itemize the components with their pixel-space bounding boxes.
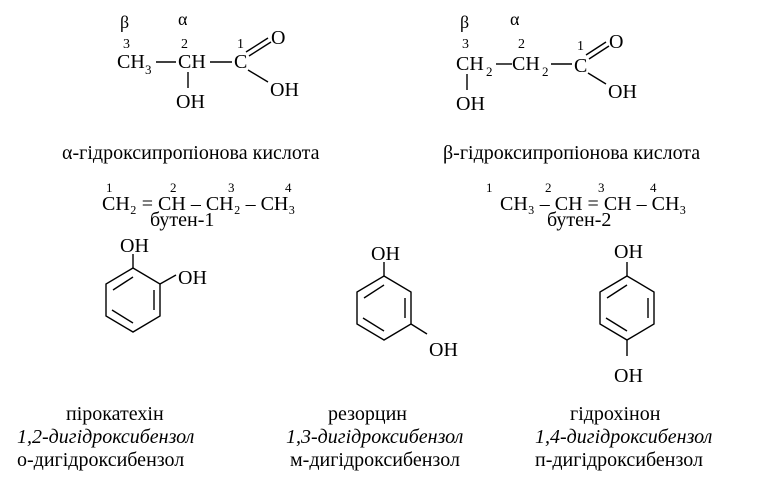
carbon-number-3: 3 (123, 37, 130, 52)
carbon-number-2: 2 (181, 37, 188, 52)
formula: CH₃ – CH = CH – CH₃ (500, 193, 686, 215)
hydroxyl-1: OH (120, 235, 149, 257)
ch2-group-2: CH (512, 53, 540, 75)
ch2-subscript-2: 2 (542, 64, 549, 79)
systematic-name: 1,4-дигідроксибензол (535, 426, 713, 448)
carbon-number-2: 2 (518, 37, 525, 52)
alpha-hydroxypropionic-acid: β α 3 2 1 CH 3 CH OH C O OH α-гідроксипр… (62, 9, 320, 164)
carbon-number-1: 1 (577, 39, 584, 54)
carbonyl-oxygen: O (271, 27, 285, 49)
pyrocatechol: OH OH пірокатехін 1,2-дигідроксибензол о… (17, 235, 207, 471)
ring-double-bond (606, 284, 628, 299)
carbon-number-2: 2 (170, 180, 177, 195)
hydroxyl-2: OH (614, 365, 643, 387)
ring-double-bond (605, 317, 628, 332)
ch-group: CH (178, 51, 206, 73)
hydroxyl-group: OH (176, 91, 205, 113)
ring-double-bond (363, 284, 385, 299)
carbon-number-3: 3 (462, 37, 469, 52)
compound-name: бутен-1 (150, 209, 214, 231)
acid-hydroxyl: OH (608, 81, 637, 103)
compound-name: резорцин (328, 403, 407, 425)
ch2-subscript-3: 2 (486, 64, 493, 79)
hydroquinone: OH OH гідрохінон 1,4-дигідроксибензол п-… (535, 241, 713, 471)
ring-double-bond (362, 317, 385, 332)
carbon-number-3: 3 (598, 180, 605, 195)
ring-double-bond (111, 309, 134, 324)
carbonyl-oxygen: O (609, 31, 623, 53)
compound-name: гідрохінон (570, 403, 661, 425)
carbon-number-4: 4 (285, 180, 292, 195)
hydroxyl-2: OH (178, 267, 207, 289)
trivial-name: п-дигідроксибензол (535, 449, 703, 471)
beta-label: β (460, 12, 469, 32)
trivial-name: м-дигідроксибензол (290, 449, 460, 471)
carbon-number-3: 3 (228, 180, 235, 195)
compound-name: пірокатехін (66, 403, 164, 425)
beta-label: β (120, 12, 129, 32)
hydroxyl-group: OH (456, 93, 485, 115)
compound-name: бутен-2 (547, 209, 611, 231)
bond-c1-oh (587, 72, 607, 85)
bond-c3-oh (410, 323, 428, 335)
resorcinol: OH OH резорцин 1,3-дигідроксибензол м-ди… (286, 243, 464, 471)
formula: CH₂ = CH – CH₂ – CH₃ (102, 193, 295, 215)
carbonyl-bond-a (585, 41, 607, 56)
butene-2: 1 2 3 4 CH₃ – CH = CH – CH₃ бутен-2 (486, 180, 686, 231)
bond-c2-oh (159, 274, 177, 285)
trivial-name: о-дигідроксибензол (17, 449, 184, 471)
alpha-label: α (510, 9, 520, 29)
hydroxyl-1: OH (614, 241, 643, 263)
ring-double-bond (112, 276, 134, 291)
carbonyl-bond-a (245, 37, 269, 53)
carbon-number-1: 1 (486, 180, 493, 195)
systematic-name: 1,3-дигідроксибензол (286, 426, 464, 448)
compound-name: β-гідроксипропіонова кислота (443, 142, 700, 164)
hydroxyl-1: OH (371, 243, 400, 265)
bond-c1-oh (247, 69, 269, 83)
butene-1: 1 2 3 4 CH₂ = CH – CH₂ – CH₃ бутен-1 (102, 180, 295, 231)
carbon-number-2: 2 (545, 180, 552, 195)
systematic-name: 1,2-дигідроксибензол (17, 426, 195, 448)
carbon-number-4: 4 (650, 180, 657, 195)
carbonyl-bond-b (588, 45, 610, 60)
hydroxyl-2: OH (429, 339, 458, 361)
compound-name: α-гідроксипропіонова кислота (62, 142, 320, 164)
acid-hydroxyl: OH (270, 79, 299, 101)
carbon-number-1: 1 (237, 37, 244, 52)
beta-hydroxypropionic-acid: β α 3 2 1 CH 2 CH 2 OH C O OH β-гідрокси… (443, 9, 700, 164)
carboxyl-carbon: C (234, 51, 247, 73)
carboxyl-carbon: C (574, 55, 587, 77)
methyl-subscript: 3 (145, 62, 152, 77)
alpha-label: α (178, 9, 188, 29)
carbon-number-1: 1 (106, 180, 113, 195)
methyl-group: CH (117, 51, 145, 73)
benzene-ring (356, 275, 412, 341)
ch2-group-3: CH (456, 53, 484, 75)
carbonyl-bond-b (248, 41, 272, 57)
